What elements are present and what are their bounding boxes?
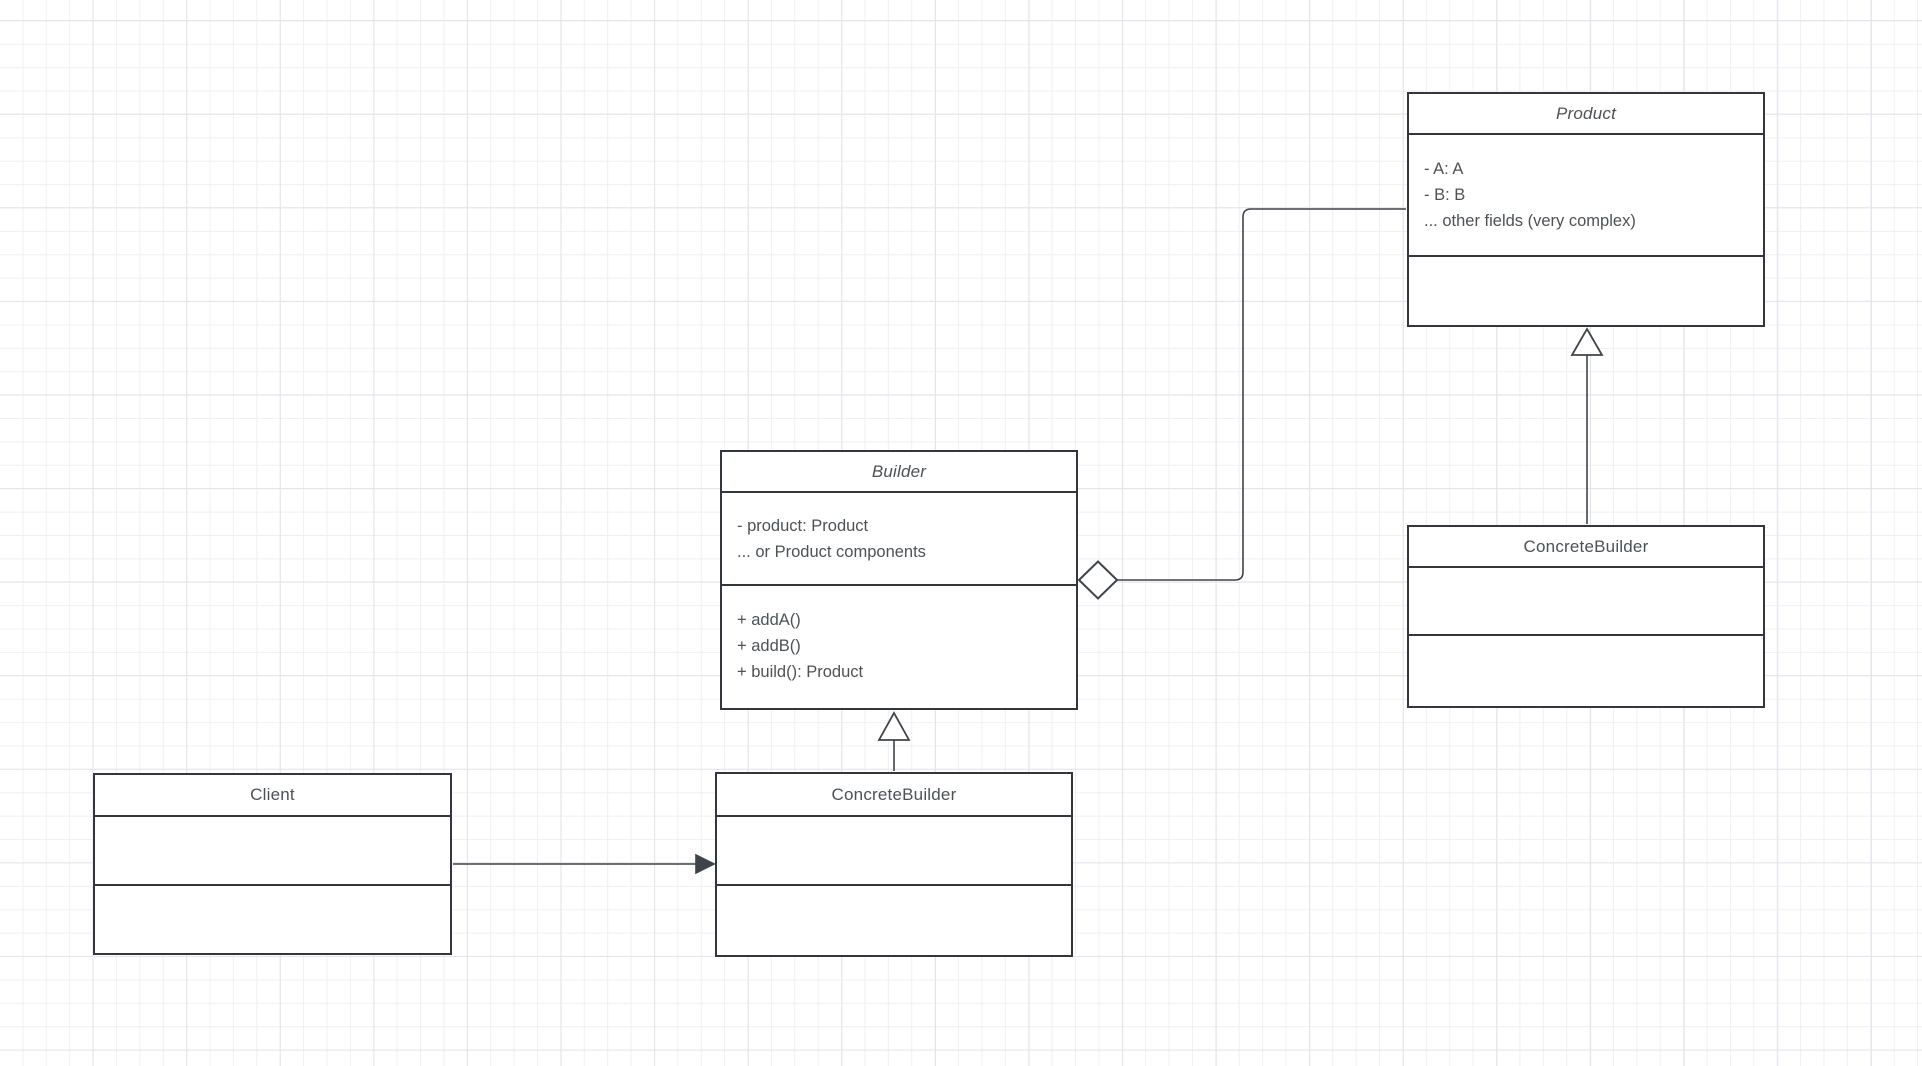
method-line: + addA() — [737, 611, 801, 629]
connector-association-client-concretebuilder[interactable] — [453, 853, 716, 875]
class-attributes — [95, 817, 450, 884]
class-title: ConcreteBuilder — [1409, 527, 1763, 568]
attribute-line: - B: B — [1424, 186, 1466, 204]
attribute-line: ... or Product components — [737, 542, 926, 561]
connector-aggregation-builder-product[interactable] — [1077, 208, 1406, 600]
class-builder[interactable]: Builder - product: Product ... or Produc… — [720, 450, 1078, 710]
class-title: Product — [1409, 94, 1763, 135]
inheritance-triangle — [1570, 327, 1604, 356]
class-concretebuilder-middle[interactable]: ConcreteBuilder — [715, 772, 1073, 957]
method-line: + build(): Product — [737, 663, 864, 681]
connector-inheritance-concretebuilder-product[interactable] — [1570, 327, 1604, 524]
aggregation-edge[interactable] — [1117, 208, 1406, 581]
class-methods — [1409, 255, 1763, 323]
class-title: Builder — [722, 452, 1076, 493]
class-product[interactable]: Product - A: A - B: B ... other fields (… — [1407, 92, 1765, 327]
association-arrowhead — [695, 853, 716, 875]
class-methods: + addA() + addB() + build(): Product — [722, 584, 1076, 706]
aggregation-diamond — [1077, 560, 1119, 600]
attribute-line: - product: Product — [737, 516, 869, 535]
class-attributes — [1409, 568, 1763, 634]
class-methods — [95, 884, 450, 949]
class-attributes: - product: Product ... or Product compon… — [722, 493, 1076, 584]
class-title: Client — [95, 775, 450, 817]
class-client[interactable]: Client — [93, 773, 452, 955]
class-attributes: - A: A - B: B ... other fields (very com… — [1409, 135, 1763, 255]
attribute-line: ... other fields (very complex) — [1424, 212, 1636, 230]
class-attributes — [717, 817, 1071, 884]
class-concretebuilder-right[interactable]: ConcreteBuilder — [1407, 525, 1765, 708]
class-methods — [717, 884, 1071, 951]
class-methods — [1409, 634, 1763, 702]
attribute-line: - A: A — [1424, 160, 1464, 178]
inheritance-triangle — [877, 711, 911, 741]
method-line: + addB() — [737, 637, 801, 655]
connector-inheritance-concretebuilder-builder[interactable] — [877, 711, 911, 771]
class-title: ConcreteBuilder — [717, 774, 1071, 817]
